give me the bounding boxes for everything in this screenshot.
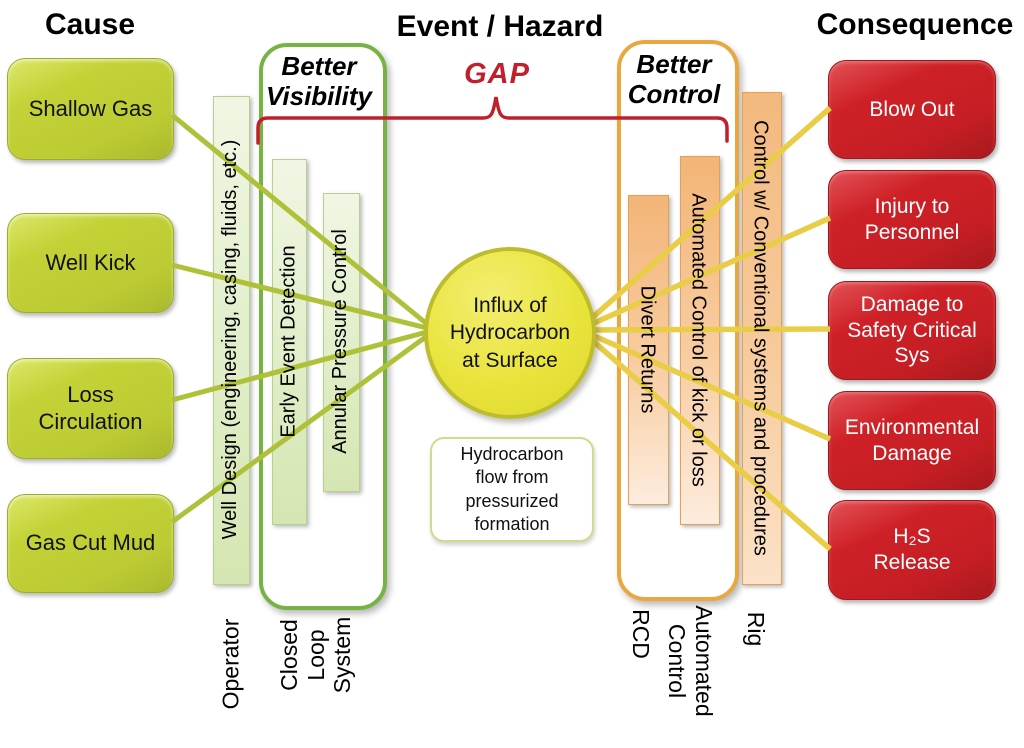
closed-loop-system-footer-label: Closed Loop System — [275, 616, 356, 694]
connector-injury — [583, 215, 832, 330]
connector-shallow-gas — [170, 113, 429, 326]
connector-gas-cut-mud — [170, 333, 429, 525]
connector-well-kick — [171, 262, 428, 331]
cause-shallow-gas: Shallow Gas — [7, 58, 174, 160]
connector-blow-out — [583, 105, 832, 327]
automated-control-footer-label: Automated Control — [664, 605, 717, 717]
well-design-bar-label: Well Design (engineering, casing, fluids… — [219, 139, 241, 540]
gap-label: GAP — [464, 58, 530, 90]
cause-gas-cut-mud: Gas Cut Mud — [7, 494, 174, 593]
consequence-environmental: Environmental Damage — [828, 391, 996, 490]
automated-control-bar — [680, 156, 720, 525]
consequence-blow-out: Blow Out — [828, 60, 996, 159]
annular-pressure-control-label: Annular Pressure Control — [329, 229, 351, 454]
early-event-detection-label: Early Event Detection — [277, 245, 300, 438]
connector-environmental — [583, 329, 832, 442]
consequence-damage-safety: Damage to Safety Critical Sys — [828, 281, 996, 380]
automated-control-label: Automated Control of kick or loss — [688, 193, 710, 487]
consequence-header: Consequence — [816, 8, 1014, 41]
cause-header: Cause — [44, 8, 136, 41]
operator-footer-label: Operator — [217, 618, 244, 710]
rig-footer-label: Rig — [743, 611, 770, 647]
better-visibility-title: Better Visibility — [266, 51, 372, 111]
divert-returns-label: Divert Returns — [636, 285, 659, 414]
consequence-connector-lines — [583, 105, 832, 552]
event-note-box: Hydrocarbon flow from pressurized format… — [430, 437, 594, 542]
cause-well-kick: Well Kick — [7, 213, 174, 313]
rcd-footer-label: RCD — [628, 609, 655, 659]
cause-connector-lines — [170, 113, 429, 525]
well-design-bar — [213, 96, 250, 585]
connector-damage-safety — [584, 326, 831, 333]
gap-bracket — [256, 96, 729, 145]
event-hazard-header: Event / Hazard — [396, 10, 604, 43]
event-circle: Influx of Hydrocarbon at Surface — [424, 247, 596, 419]
cause-loss-circulation: Loss Circulation — [7, 358, 174, 459]
conventional-control-label: Control w/ Conventional systems and proc… — [750, 120, 772, 556]
better-control-title: Better Control — [627, 49, 721, 109]
connector-h2s — [583, 331, 832, 552]
consequence-h2s: H₂S Release — [828, 500, 996, 600]
consequence-injury: Injury to Personnel — [828, 170, 996, 269]
connector-loss-circulation — [171, 329, 428, 403]
